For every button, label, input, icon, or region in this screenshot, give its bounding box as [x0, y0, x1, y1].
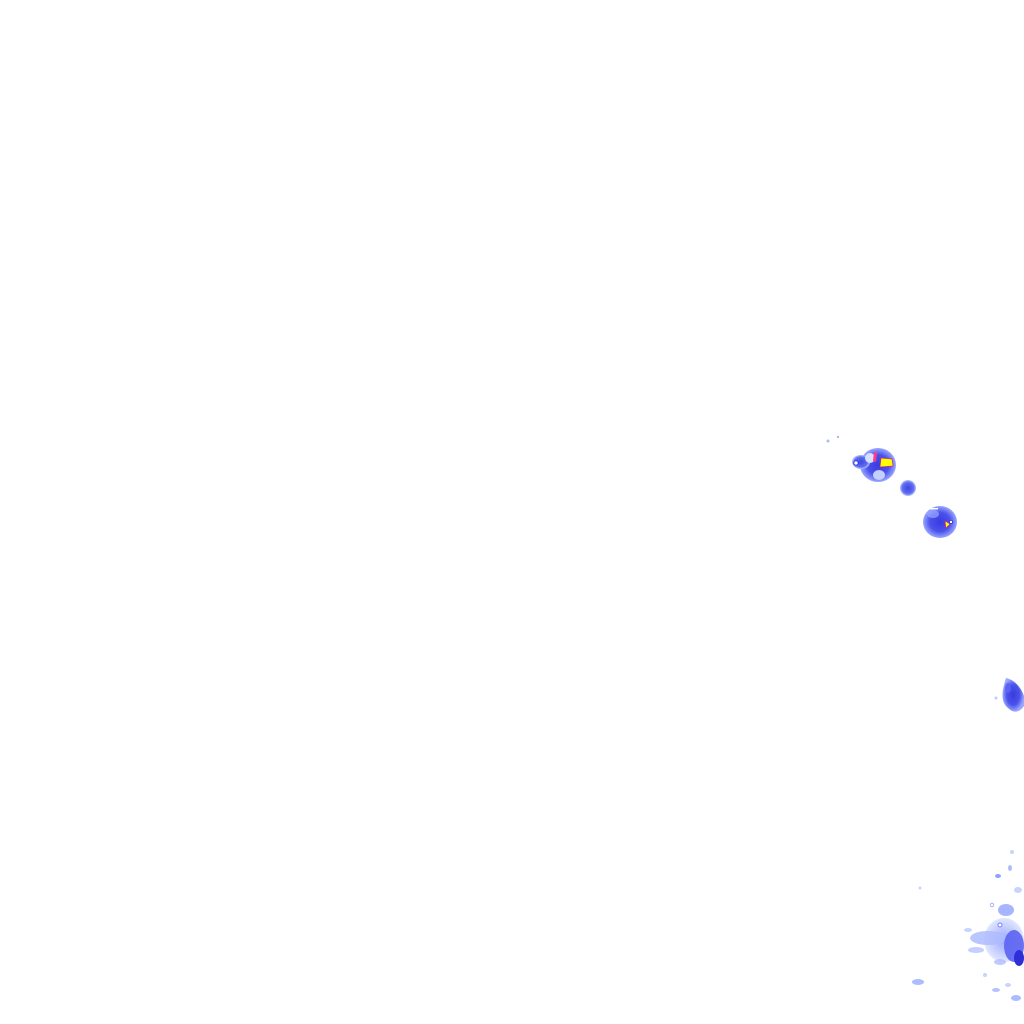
echo-gap [930, 508, 938, 510]
speck [918, 886, 922, 890]
echo-core-edge [873, 452, 877, 462]
echo-blob [970, 931, 1006, 945]
echo-core [879, 457, 894, 468]
echo-blob [900, 480, 916, 496]
echo-blob [1002, 678, 1024, 712]
speck [1010, 850, 1014, 854]
cell-scatter-southeast [912, 850, 1024, 1001]
cell-small-middle [900, 480, 916, 496]
speck [983, 973, 987, 977]
echo-ring [997, 922, 1003, 928]
speck [826, 439, 830, 443]
speck [836, 435, 840, 439]
speck [968, 947, 984, 953]
speck [1005, 983, 1011, 987]
speck [994, 696, 998, 700]
speck [1014, 887, 1022, 893]
echo-blob [1005, 683, 1011, 693]
echo-gap [865, 453, 875, 463]
echo-ring [853, 460, 859, 466]
speck [1008, 865, 1012, 871]
echo-gap [873, 470, 885, 480]
speck [912, 979, 924, 985]
speck [995, 874, 1001, 878]
echo-blob [1014, 950, 1024, 966]
speck [964, 928, 972, 932]
echo-blob [998, 904, 1014, 916]
cell-northwest-cluster [826, 435, 896, 482]
speck [1011, 995, 1021, 1001]
speck [994, 959, 1006, 965]
echo-core [944, 520, 951, 529]
speck [992, 988, 1000, 992]
cell-round-east [923, 506, 957, 538]
echo-gap [927, 510, 939, 518]
echo-ring [989, 902, 995, 908]
echo-ring [949, 520, 954, 525]
cell-edge-east [994, 678, 1024, 712]
